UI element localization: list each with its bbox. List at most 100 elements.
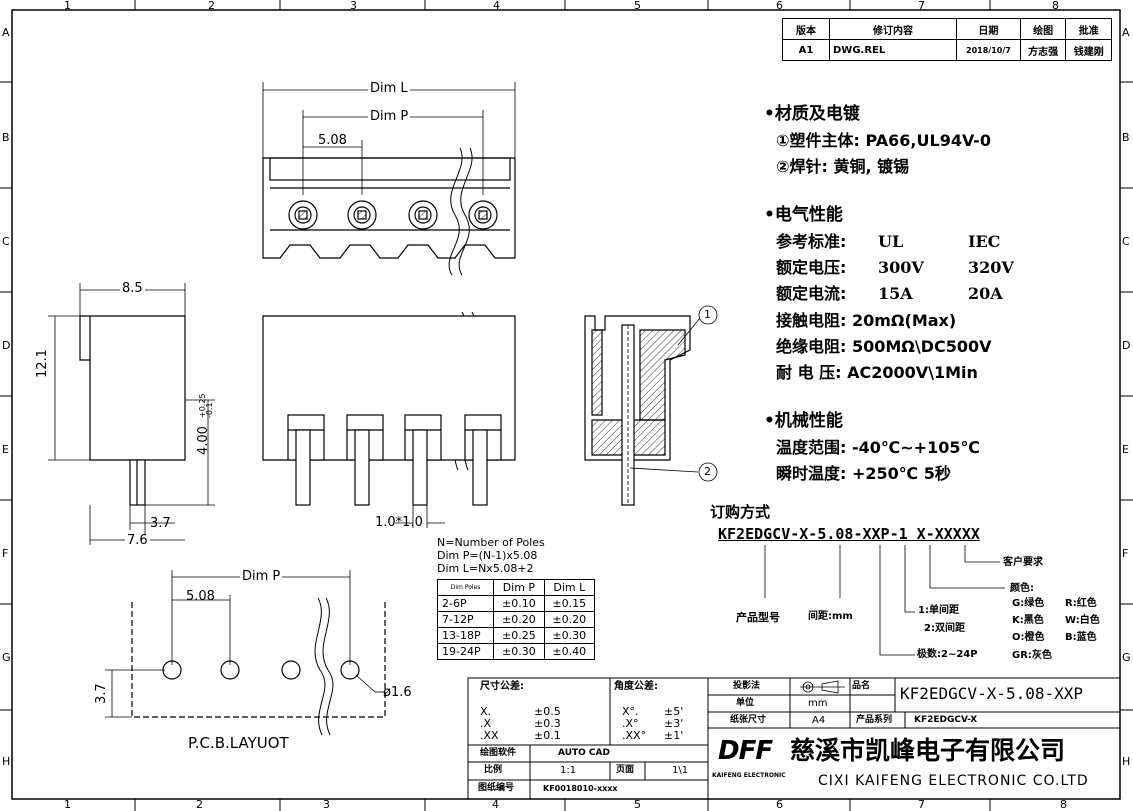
angle-tol-1-key: .X°: [622, 717, 639, 730]
elec-row-2-iec: 20A: [968, 284, 1003, 303]
scale-label: 比例: [484, 765, 503, 775]
size-tol-2-val: ±0.1: [534, 729, 561, 742]
color-o: O:橙色: [1012, 632, 1045, 643]
d76-label: 7.6: [125, 533, 150, 548]
elec-row-2-ul: 15A: [878, 284, 913, 303]
zone-col-7-bottom: 7: [918, 798, 925, 811]
rev-header-date: 日期: [956, 18, 1021, 40]
color-gr: GR:灰色: [1012, 650, 1052, 661]
zone-col-4-bottom: 4: [492, 798, 499, 811]
company-logo: DFF: [718, 736, 773, 766]
section-view: [584, 315, 691, 506]
pitch-label: 5.08: [318, 133, 347, 148]
ordering-title: 订购方式: [710, 503, 771, 521]
rev-approved: 钱建刚: [1065, 39, 1112, 61]
projection-label: 投影法: [733, 681, 761, 691]
dim-p-label: Dim P: [368, 109, 411, 124]
electrical-title: •电气性能: [764, 205, 843, 225]
color-r: R:红色: [1065, 598, 1097, 609]
elec-row-0-ul: UL: [878, 232, 904, 251]
zone-row-e-right: E: [1122, 443, 1129, 456]
elec-row-2-label: 额定电流:: [776, 284, 847, 303]
page-label: 页面: [616, 765, 635, 775]
elec-row-0-label: 参考标准:: [776, 232, 847, 251]
material-1: ①塑件主体: PA66,UL94V-0: [776, 131, 991, 150]
rev-date: 2018/10/7: [956, 39, 1021, 61]
tol-header-dim-l: Dim L: [543, 579, 596, 596]
ordering-model: 产品型号: [736, 611, 780, 624]
ordering-color-title: 颜色:: [1010, 583, 1034, 594]
pcb-dim-p-label: Dim P: [240, 569, 283, 584]
balloon-2-label: 2: [704, 465, 711, 478]
side-dimensions: [48, 283, 215, 545]
ordering-pitch-2: 2:双间距: [924, 623, 965, 634]
unit-label: 单位: [736, 698, 755, 708]
angle-tol-1-val: ±3': [664, 717, 684, 730]
pcb-title: P.C.B.LAYUOT: [188, 734, 289, 752]
pin-size-label: 1.0*1.0: [375, 515, 423, 530]
rev-header-content: 修订内容: [829, 18, 957, 40]
elec-row-1-label: 额定电压:: [776, 258, 847, 277]
table-row: 2-6P ±0.10 ±0.15: [436, 595, 596, 612]
zone-row-g-right: G: [1122, 651, 1131, 664]
zone-row-e: E: [2, 443, 9, 456]
projection-symbol: [800, 680, 845, 694]
table-row: 19-24P ±0.30 ±0.40: [436, 643, 596, 660]
balloon-1-label: 1: [704, 308, 711, 321]
zone-col-3-bottom: 3: [323, 798, 330, 811]
withstand-voltage: 耐 电 压: AC2000V\1Min: [776, 363, 978, 382]
zone-row-d-right: D: [1122, 339, 1131, 352]
zone-row-a-right: A: [1122, 26, 1130, 39]
hole-label: ø1.6: [383, 685, 412, 700]
revision-header-row: 版本 修订内容 日期 绘图 批准: [782, 18, 1112, 40]
materials-title: •材质及电镀: [764, 104, 860, 124]
tol-dim-p: ±0.10: [493, 595, 545, 612]
scale-value: 1:1: [560, 765, 577, 776]
formula-line-2: Dim P=(N-1)x5.08: [437, 549, 538, 562]
zone-col-3: 3: [350, 0, 357, 12]
tol-dim-p: ±0.25: [493, 627, 545, 644]
front-view: [262, 315, 516, 506]
size-tol-0-key: X.: [480, 705, 492, 718]
size-tol-1-key: .X: [480, 717, 492, 730]
table-row: 7-12P ±0.20 ±0.20: [436, 611, 596, 628]
color-g: G:绿色: [1012, 598, 1045, 609]
pin-height-label: 4.00: [196, 426, 211, 455]
angle-tol-2-val: ±1': [664, 729, 684, 742]
color-b: B:蓝色: [1065, 632, 1097, 643]
tol-dim-l: ±0.30: [543, 627, 596, 644]
elec-row-1-iec: 320V: [968, 258, 1014, 277]
zone-row-h: H: [2, 755, 11, 768]
page-value: 1\1: [672, 765, 689, 776]
name-label: 品名: [852, 681, 871, 691]
mechanical-title: •机械性能: [764, 411, 843, 431]
paper-label: 纸张尺寸: [730, 715, 767, 725]
size-tol-0-val: ±0.5: [534, 705, 561, 718]
rev-header-approved: 批准: [1065, 18, 1112, 40]
insulation-resistance: 绝缘电阻: 500MΩ\DC500V: [776, 337, 992, 356]
product-code: KF2EDGCV-X-5.08-XXP: [900, 684, 1084, 703]
balloons: [629, 305, 718, 482]
title-block: [467, 677, 1121, 800]
zone-col-1: 1: [64, 0, 71, 12]
zone-col-6-bottom: 6: [776, 798, 783, 811]
tol-dim-l: ±0.40: [543, 643, 596, 660]
rev-header-drawn: 绘图: [1019, 18, 1067, 40]
paper-value: A4: [812, 715, 826, 726]
temp-range: 温度范围: -40℃~+105℃: [776, 438, 980, 457]
tol-dim-p: ±0.30: [493, 643, 545, 660]
tol-poles: 19-24P: [436, 643, 495, 660]
elec-row-0-iec: IEC: [968, 232, 1001, 251]
ordering-pitch-1: 1:单间距: [918, 605, 959, 616]
zone-row-a: A: [2, 26, 10, 39]
angle-tol-label: 角度公差:: [614, 681, 658, 692]
zone-row-c-right: C: [1122, 235, 1130, 248]
pcb-37-label: 3.7: [94, 683, 109, 704]
width-85-label: 8.5: [120, 281, 145, 296]
zone-col-5-bottom: 5: [634, 798, 641, 811]
ordering-leaders: [764, 545, 1005, 656]
zone-col-8: 8: [1052, 0, 1059, 12]
zone-row-f: F: [2, 547, 9, 560]
tol-poles: 2-6P: [436, 595, 495, 612]
